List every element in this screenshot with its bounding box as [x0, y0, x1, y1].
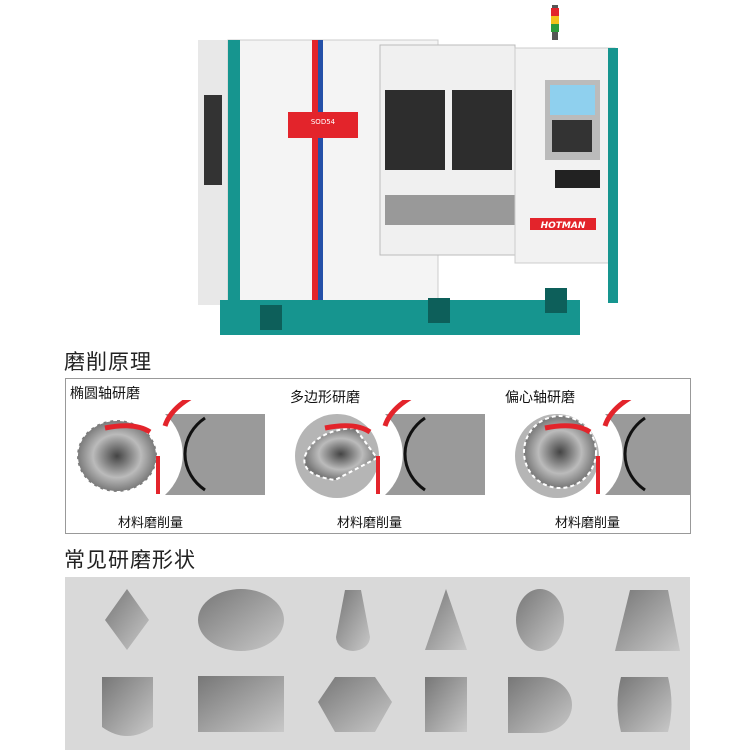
rectangle-shape — [198, 676, 284, 732]
material-removal-caption: 材料磨削量 — [555, 516, 621, 531]
principle-title: 磨削原理 — [64, 350, 152, 374]
diamond-shape — [105, 589, 149, 650]
brand-logo: HOTMAN — [541, 221, 586, 231]
eccentric-grinding-label: 偏心轴研磨 — [505, 390, 575, 406]
ellipse-diagram — [76, 400, 265, 495]
hexagon-shape — [318, 677, 392, 732]
grinding-machine-image: SOD54 HOTMAN — [198, 5, 618, 335]
model-plate: SOD54 — [311, 118, 336, 126]
grinding-diagrams — [76, 400, 690, 498]
d-shape — [508, 677, 572, 733]
square-shape — [425, 677, 467, 732]
shapes-title: 常见研磨形状 — [64, 548, 196, 572]
principle-panel — [65, 378, 691, 534]
polygon-diagram — [295, 400, 485, 498]
ellipse-grinding-label: 椭圆轴研磨 — [70, 386, 140, 402]
oval-shape — [516, 589, 564, 651]
polygon-grinding-label: 多边形研磨 — [290, 390, 360, 406]
trapezoid-shape — [615, 590, 680, 651]
rounded-rect-shape — [102, 677, 153, 736]
triangle-shape — [425, 589, 467, 650]
shapes-panel — [65, 577, 690, 750]
ellipse-shape — [198, 589, 284, 651]
cam-shape — [336, 590, 370, 651]
eccentric-diagram — [515, 400, 690, 498]
barrel-shape — [617, 677, 672, 732]
material-removal-caption: 材料磨削量 — [118, 516, 184, 531]
material-removal-caption: 材料磨削量 — [337, 516, 403, 531]
